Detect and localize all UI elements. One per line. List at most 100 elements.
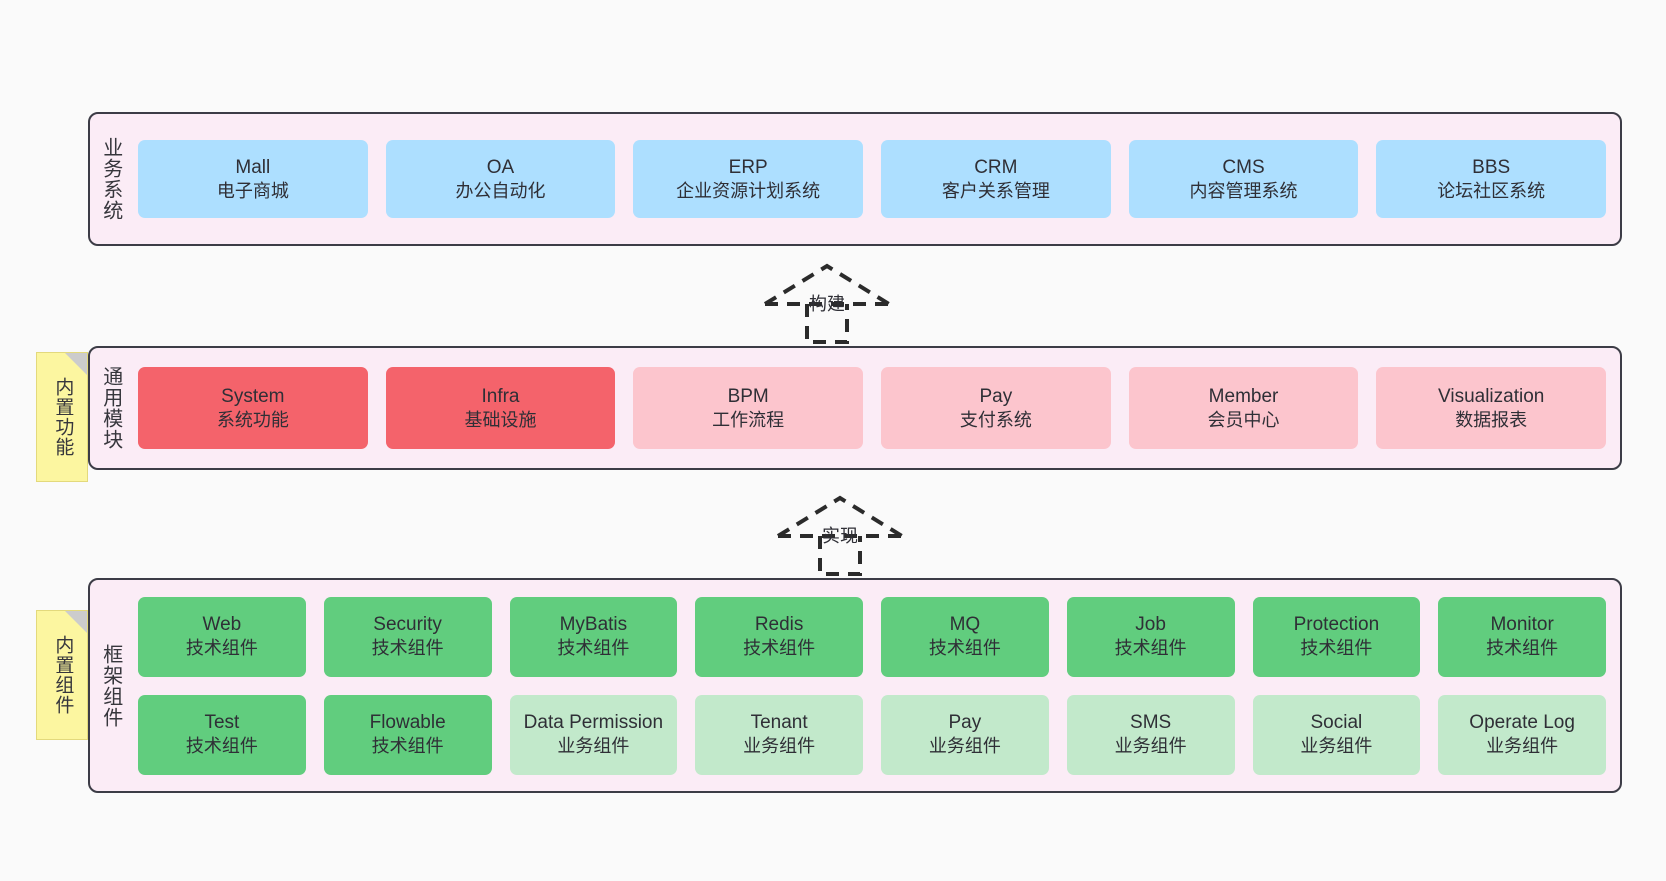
node-title: MQ (949, 614, 981, 636)
node-title: Tenant (750, 712, 808, 734)
node-title: Data Permission (523, 712, 664, 734)
node-subtitle: 技术组件 (185, 638, 258, 659)
node-job[interactable]: Job 技术组件 (1066, 596, 1235, 677)
node-pay-component[interactable]: Pay 业务组件 (881, 694, 1049, 775)
node-protection[interactable]: Protection 技术组件 (1252, 596, 1421, 677)
node-title: ERP (728, 156, 768, 178)
node-test[interactable]: Test 技术组件 (138, 694, 306, 775)
node-bbs[interactable]: BBS 论坛社区系统 (1376, 140, 1607, 218)
node-tenant[interactable]: Tenant 业务组件 (695, 694, 863, 775)
node-subtitle: 基础设施 (464, 409, 537, 430)
node-title: Web (202, 614, 242, 636)
note-fold-icon (65, 611, 87, 633)
node-bpm[interactable]: BPM 工作流程 (633, 367, 864, 449)
node-subtitle: 论坛社区系统 (1437, 180, 1546, 201)
node-title: BBS (1472, 156, 1511, 178)
layer-framework-components: 框架组件 Web 技术组件 Security 技术组件 MyBatis 技术组件… (88, 578, 1622, 793)
node-subtitle: 办公自动化 (455, 180, 546, 201)
node-subtitle: 技术组件 (1114, 638, 1187, 659)
node-title: Flowable (369, 712, 446, 734)
layer-business-systems: 业务系统 Mall 电子商城 OA 办公自动化 ERP 企业资源计划系统 CRM… (88, 112, 1622, 246)
node-oa[interactable]: OA 办公自动化 (385, 140, 616, 218)
node-title: Visualization (1438, 385, 1545, 407)
node-subtitle: 业务组件 (928, 736, 1001, 757)
node-redis[interactable]: Redis 技术组件 (695, 596, 863, 677)
node-title: Social (1310, 712, 1363, 734)
node-flowable[interactable]: Flowable 技术组件 (323, 694, 492, 775)
node-title: MyBatis (559, 614, 628, 636)
node-subtitle: 系统功能 (216, 409, 289, 430)
node-subtitle: 电子商城 (216, 180, 289, 201)
node-subtitle: 技术组件 (928, 638, 1001, 659)
node-visualization[interactable]: Visualization 数据报表 (1376, 367, 1607, 449)
node-title: Monitor (1490, 614, 1554, 636)
node-subtitle: 技术组件 (1300, 638, 1373, 659)
node-web[interactable]: Web 技术组件 (138, 596, 306, 677)
node-row: Mall 电子商城 OA 办公自动化 ERP 企业资源计划系统 CRM 客户关系… (138, 140, 1607, 218)
node-subtitle: 业务组件 (557, 736, 630, 757)
connector-implement: 实现 (763, 490, 943, 576)
node-title: Protection (1293, 614, 1380, 636)
node-subtitle: 技术组件 (185, 736, 258, 757)
node-title: Member (1208, 385, 1279, 407)
node-subtitle: 技术组件 (1486, 638, 1559, 659)
node-title: OA (486, 156, 515, 178)
node-title: Pay (979, 385, 1013, 407)
node-cms[interactable]: CMS 内容管理系统 (1128, 140, 1359, 218)
node-subtitle: 客户关系管理 (941, 180, 1050, 201)
node-member[interactable]: Member 会员中心 (1128, 367, 1359, 449)
node-pay-module[interactable]: Pay 支付系统 (881, 367, 1111, 449)
sticky-note-label: 内置组件 (52, 635, 74, 715)
node-title: Test (204, 712, 240, 734)
node-subtitle: 技术组件 (371, 736, 444, 757)
node-system[interactable]: System 系统功能 (138, 367, 368, 449)
node-infra[interactable]: Infra 基础设施 (385, 367, 616, 449)
node-mq[interactable]: MQ 技术组件 (881, 596, 1049, 677)
node-mybatis[interactable]: MyBatis 技术组件 (509, 596, 678, 677)
node-mall[interactable]: Mall 电子商城 (138, 140, 368, 218)
node-title: Mall (235, 156, 271, 178)
node-title: Pay (948, 712, 982, 734)
node-title: SMS (1130, 712, 1172, 734)
node-subtitle: 工作流程 (712, 409, 785, 430)
layer-title-business-systems: 业务系统 (99, 137, 122, 221)
sticky-note-label: 内置功能 (52, 377, 74, 457)
node-sms[interactable]: SMS 业务组件 (1066, 694, 1235, 775)
node-monitor[interactable]: Monitor 技术组件 (1438, 596, 1606, 677)
layer-body-common-modules: System 系统功能 Infra 基础设施 BPM 工作流程 Pay 支付系统… (130, 348, 1620, 468)
node-social[interactable]: Social 业务组件 (1252, 694, 1421, 775)
node-operate-log[interactable]: Operate Log 业务组件 (1438, 694, 1606, 775)
sticky-note-builtin-features: 内置功能 (36, 352, 88, 482)
node-security[interactable]: Security 技术组件 (323, 596, 492, 677)
node-title: System (221, 385, 285, 407)
layer-body-framework-components: Web 技术组件 Security 技术组件 MyBatis 技术组件 Redi… (130, 580, 1620, 791)
generalization-arrow-icon (763, 263, 891, 344)
node-title: Job (1135, 614, 1166, 636)
node-subtitle: 业务组件 (1114, 736, 1187, 757)
node-subtitle: 业务组件 (1300, 736, 1373, 757)
layer-body-business-systems: Mall 电子商城 OA 办公自动化 ERP 企业资源计划系统 CRM 客户关系… (130, 114, 1620, 244)
layer-title-framework-components: 框架组件 (99, 643, 122, 728)
node-subtitle: 技术组件 (371, 638, 444, 659)
layer-common-modules: 通用模块 System 系统功能 Infra 基础设施 BPM 工作流程 Pay… (88, 346, 1622, 470)
node-title: BPM (727, 385, 769, 407)
connector-build: 构建 (750, 258, 930, 344)
node-subtitle: 支付系统 (959, 409, 1032, 430)
layer-title-common-modules: 通用模块 (99, 366, 122, 450)
node-erp[interactable]: ERP 企业资源计划系统 (633, 140, 864, 218)
node-title: Infra (481, 385, 520, 407)
node-subtitle: 企业资源计划系统 (676, 180, 821, 201)
node-row: System 系统功能 Infra 基础设施 BPM 工作流程 Pay 支付系统… (138, 367, 1607, 449)
note-fold-icon (65, 353, 87, 375)
node-row: Web 技术组件 Security 技术组件 MyBatis 技术组件 Redi… (138, 596, 1606, 677)
node-title: Redis (754, 614, 804, 636)
node-subtitle: 技术组件 (743, 638, 816, 659)
node-title: CRM (974, 156, 1018, 178)
node-data-permission[interactable]: Data Permission 业务组件 (509, 694, 678, 775)
node-title: Operate Log (1469, 712, 1575, 734)
node-subtitle: 技术组件 (557, 638, 630, 659)
node-subtitle: 会员中心 (1207, 409, 1280, 430)
node-row: Test 技术组件 Flowable 技术组件 Data Permission … (138, 694, 1606, 775)
node-crm[interactable]: CRM 客户关系管理 (881, 140, 1111, 218)
